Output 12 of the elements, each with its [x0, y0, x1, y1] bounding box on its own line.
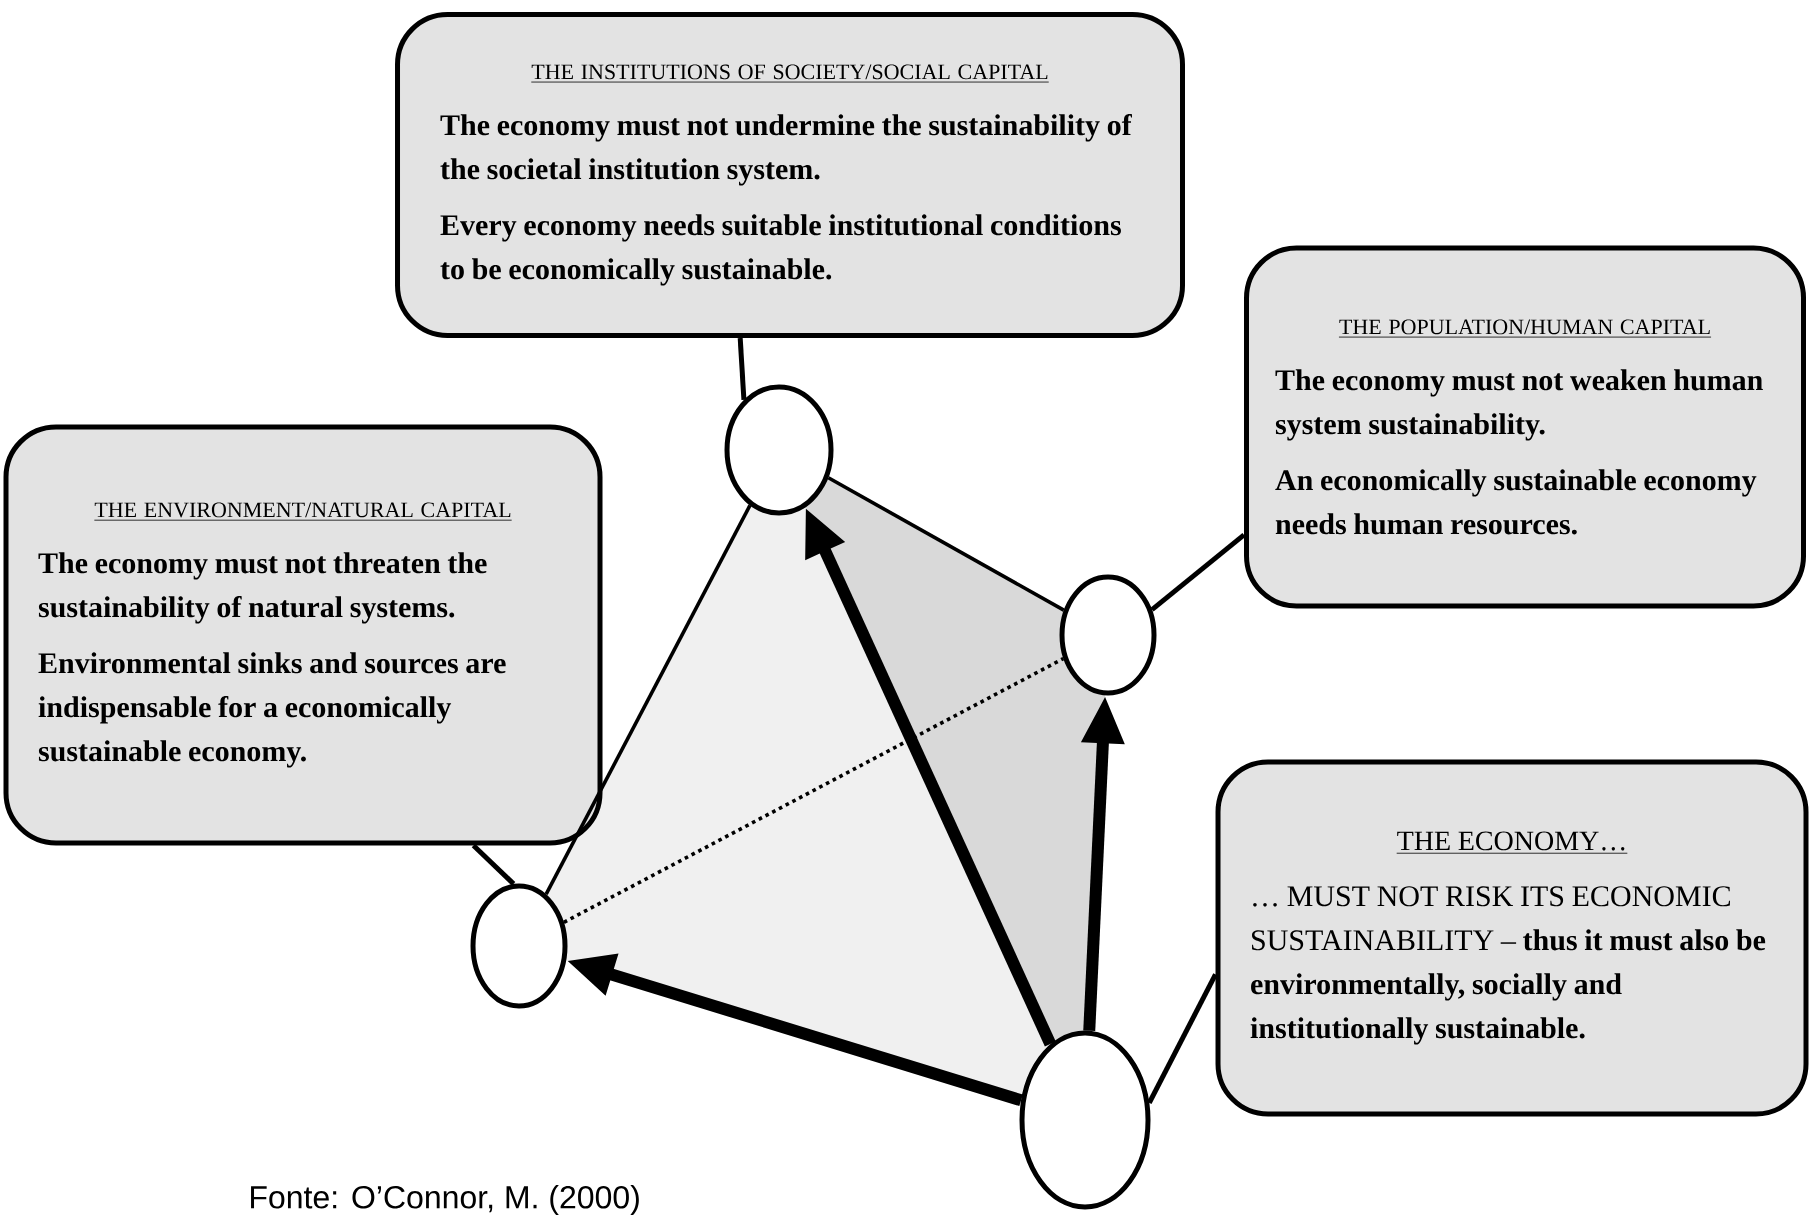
dotted-line	[563, 657, 1065, 924]
speech-bubble: THE ECONOMY… … MUST NOT RISK ITS ECONOMIC SUSTAINABILITY – thus it must also be environmentally, socially and institutionally sustainable.	[1215, 759, 1809, 1117]
circle	[1019, 1030, 1151, 1210]
speech-bubble: THE INSTITUTIONS OF SOCIETY/SOCIAL CAPITAL The economy must not undermine the sustainability of the societal institution system. Every economy needs suitable institutional conditions to be economically sustainable.	[395, 12, 1185, 338]
circle	[1059, 574, 1157, 696]
caption: Fonte: O’Connor, M. (2000)	[251, 1185, 639, 1215]
speech-bubble: THE ENVIRONMENT/NATURAL CAPITAL The economy must not threaten the sustainability of natural systems. Environmental sinks and sources are indispensable for a economically sustainable economy.	[3, 424, 603, 846]
speech-bubble: THE POPULATION/HUMAN CAPITAL The economy must not weaken human system sustainability. An economically sustainable economy needs human resources.	[1244, 245, 1806, 609]
circle	[724, 384, 834, 516]
line	[544, 504, 752, 896]
circle	[470, 883, 568, 1009]
line	[827, 476, 1065, 612]
